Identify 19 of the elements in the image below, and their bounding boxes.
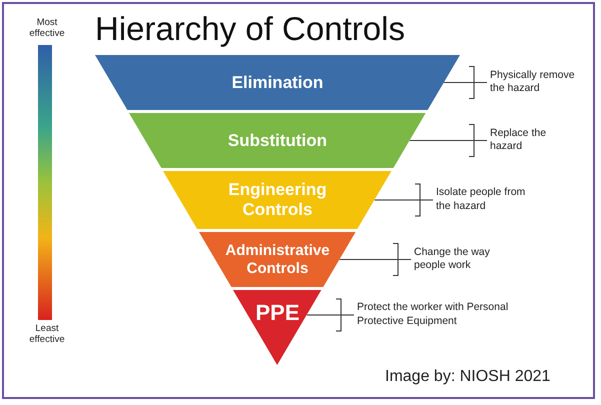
scale-label: Most effective <box>28 18 66 40</box>
leader-bracket <box>374 184 434 216</box>
description-text: Isolate people from the hazard <box>436 186 526 214</box>
description-text: Physically remove the hazard <box>490 68 576 96</box>
leader-bracket <box>443 66 488 99</box>
tier-label: Engineering Controls <box>227 180 328 220</box>
image-credit: Image by: NIOSH 2021 <box>385 368 550 386</box>
description-text: Protect the worker with Personal Protective Equipment <box>357 301 510 328</box>
scale-label: Least effective <box>28 324 66 346</box>
leader-bracket <box>409 124 488 157</box>
leader-bracket <box>339 243 412 276</box>
tier-label: Substitution <box>228 130 328 150</box>
title: Hierarchy of Controls <box>95 10 405 48</box>
tier-label: Administrative Controls <box>224 242 331 277</box>
tier-label: PPE <box>255 300 300 326</box>
description-text: Change the way people work <box>414 246 491 273</box>
tier-label: Elimination <box>232 72 324 92</box>
leader-bracket <box>306 298 354 332</box>
description-text: Replace the hazard <box>490 126 548 154</box>
